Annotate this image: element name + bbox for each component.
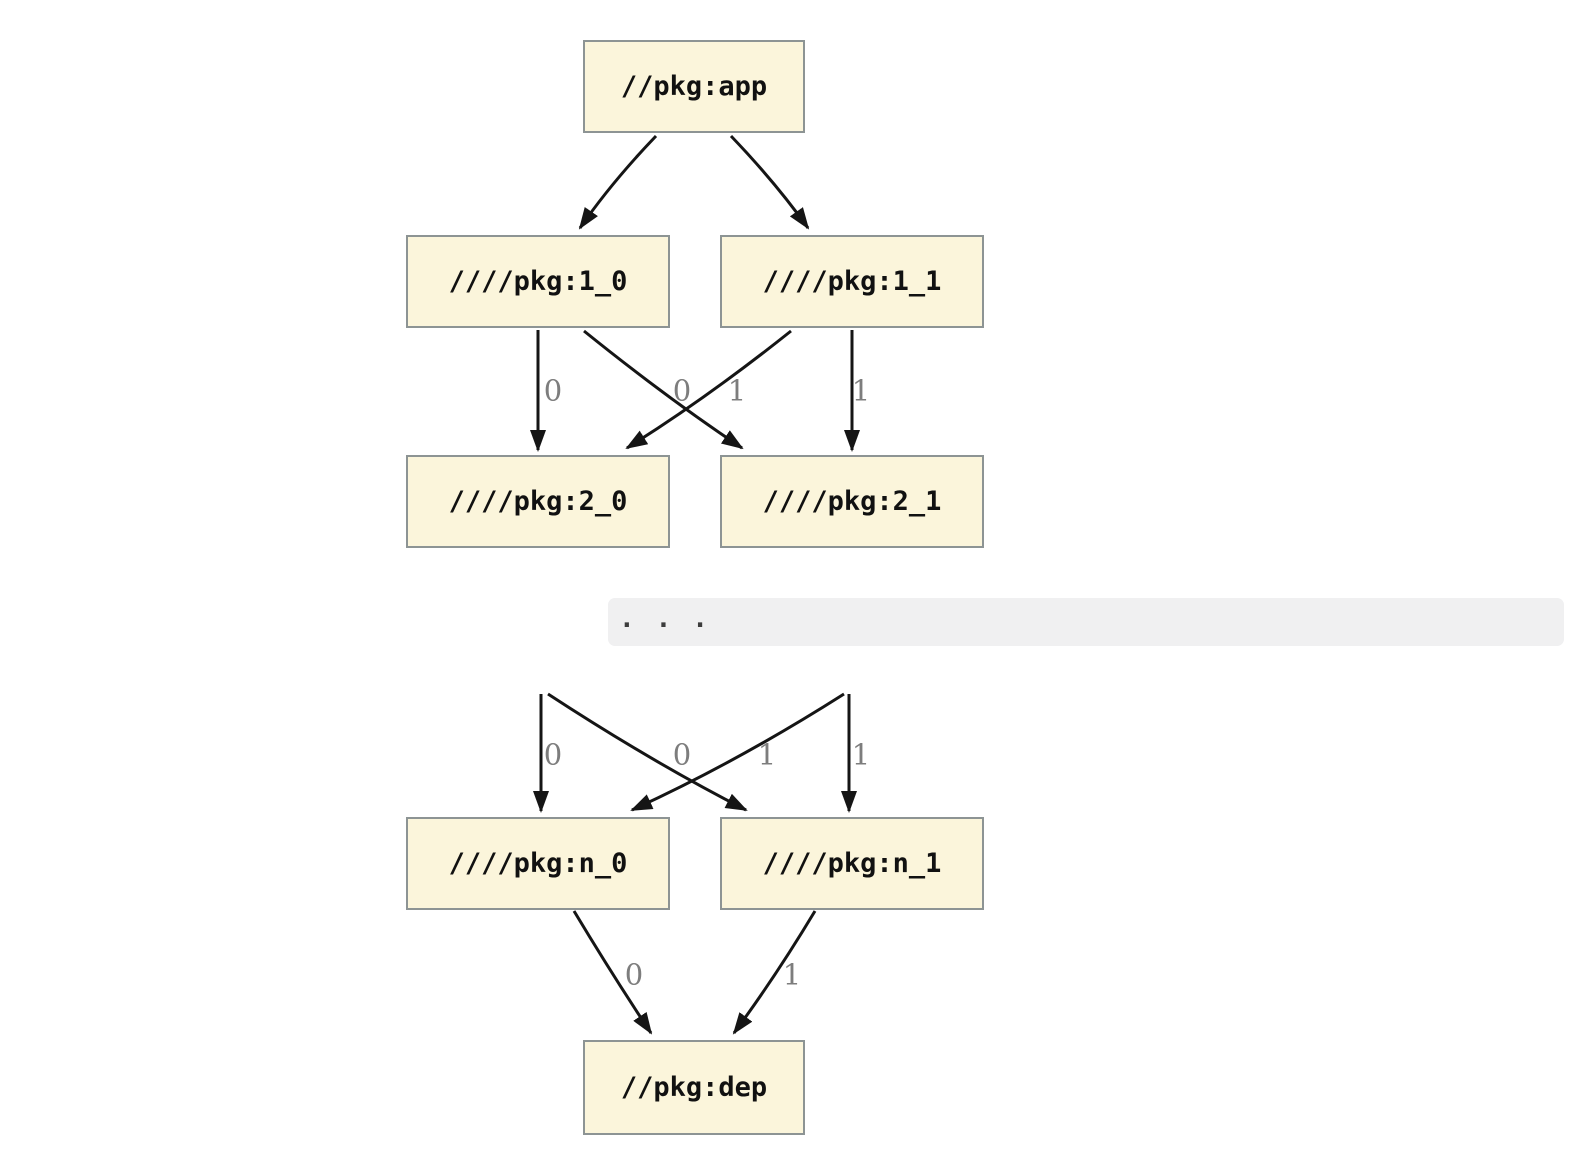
node-label-1_0: ////pkg:1_0	[448, 266, 628, 297]
edge-label-prev1-to-n_0: 1	[757, 737, 777, 772]
node-pkg-app: //pkg:app	[583, 40, 805, 133]
node-pkg-2_0: ////pkg:2_0	[406, 455, 670, 548]
edge-label-1_1-to-2_0: 1	[727, 373, 747, 408]
edge-label-prev1-to-n_1: 1	[851, 737, 871, 772]
edge-app-to-1_0	[578, 134, 658, 230]
edge-1_0-to-2_1	[583, 329, 744, 450]
node-pkg-2_1: ////pkg:2_1	[720, 455, 984, 548]
node-pkg-1_1: ////pkg:1_1	[720, 235, 984, 328]
node-label-2_1: ////pkg:2_1	[762, 486, 942, 517]
edge-1_1-to-2_0	[625, 329, 792, 450]
edge-app-to-1_1	[729, 134, 810, 230]
node-pkg-n_1: ////pkg:n_1	[720, 817, 984, 910]
edge-label-n_0-to-dep: 0	[624, 957, 644, 992]
edge-label-prev0-to-n_0: 0	[543, 737, 563, 772]
node-label-2_0: ////pkg:2_0	[448, 486, 628, 517]
node-pkg-n_0: ////pkg:n_0	[406, 817, 670, 910]
edge-label-n_1-to-dep: 1	[782, 957, 802, 992]
edge-prev1-to-n_0	[630, 692, 845, 812]
edge-prev0-to-n_1	[547, 692, 748, 812]
edge-label-1_0-to-2_1: 0	[672, 373, 692, 408]
edge-label-prev0-to-n_1: 0	[672, 737, 692, 772]
ellipsis-bar: ...	[608, 598, 1564, 646]
node-label-n_0: ////pkg:n_0	[448, 848, 628, 879]
node-label-app: //pkg:app	[620, 71, 768, 102]
node-pkg-1_0: ////pkg:1_0	[406, 235, 670, 328]
node-label-dep: //pkg:dep	[620, 1072, 768, 1103]
edge-n_1-to-dep	[732, 910, 817, 1035]
edge-label-1_1-to-2_1: 1	[851, 373, 871, 408]
node-pkg-dep: //pkg:dep	[583, 1040, 805, 1135]
edge-label-1_0-to-2_0: 0	[543, 373, 563, 408]
node-label-1_1: ////pkg:1_1	[762, 266, 942, 297]
ellipsis-dots: ...	[619, 604, 729, 634]
node-label-n_1: ////pkg:n_1	[762, 848, 942, 879]
